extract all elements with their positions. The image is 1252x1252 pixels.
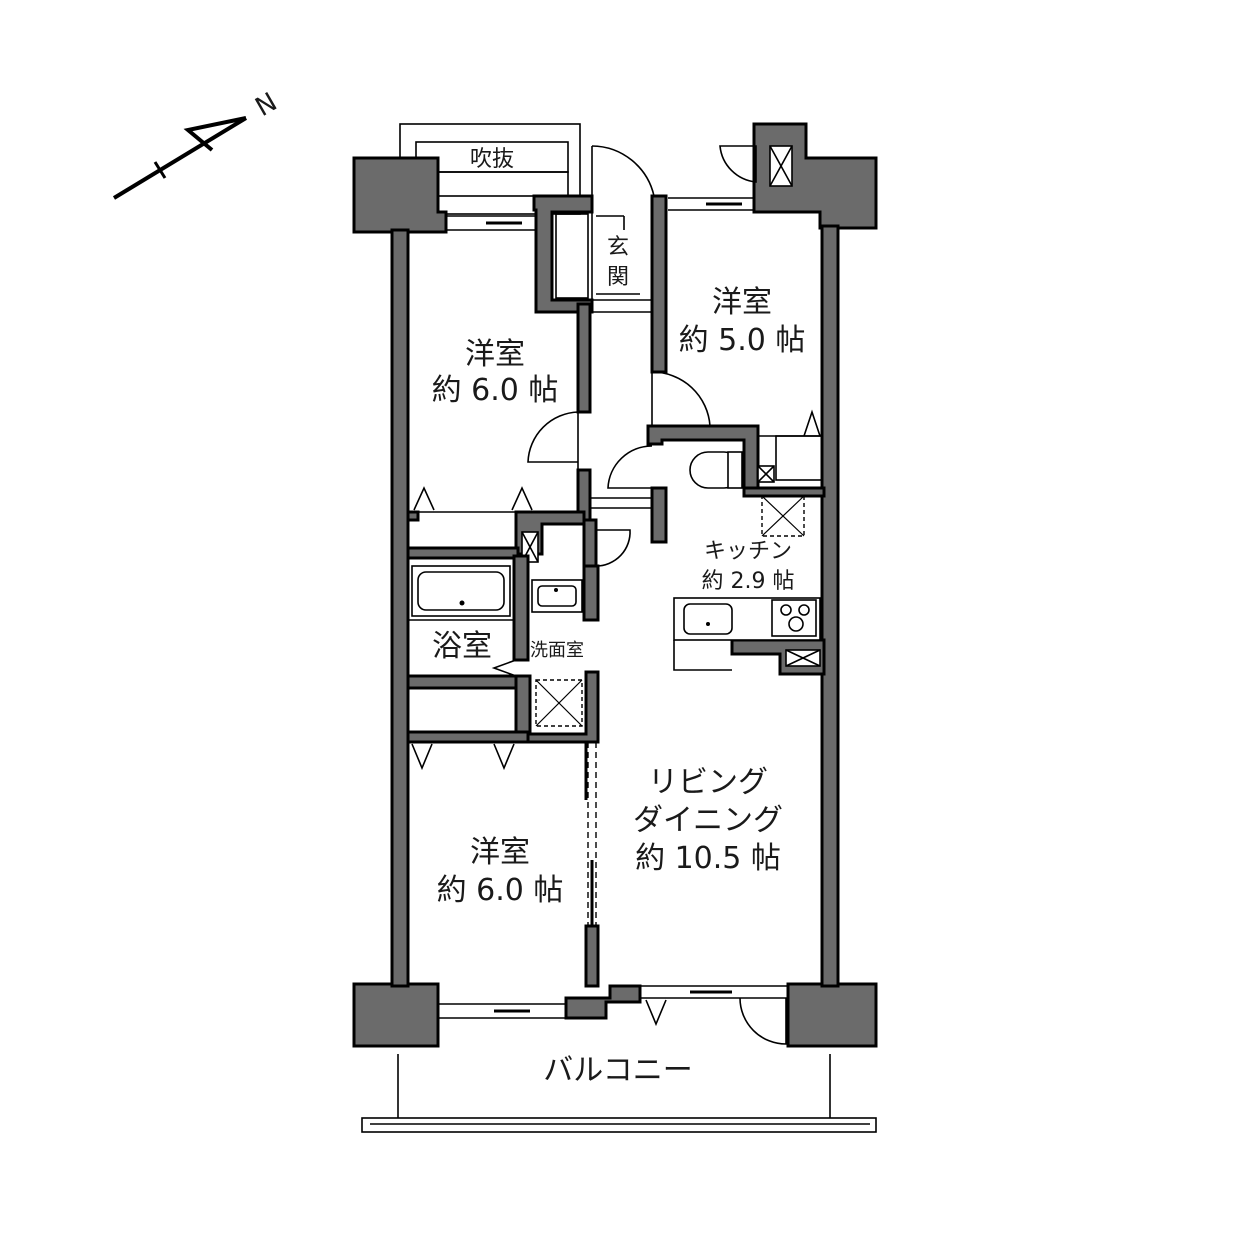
west-bedroom-name: 洋室 — [465, 337, 525, 372]
bathtub-icon — [411, 565, 511, 617]
interior-walls — [406, 194, 826, 1020]
exterior-walls — [390, 197, 840, 1019]
toilet-icon — [689, 451, 743, 489]
north-label: N — [251, 87, 283, 123]
living-name-line1: リビング — [648, 765, 768, 800]
living-name-line2: ダイニング — [633, 803, 783, 838]
north-bedroom-name: 洋室 — [712, 285, 772, 320]
genkan-label-top: 玄 — [607, 235, 629, 260]
south-bedroom-name: 洋室 — [470, 835, 530, 870]
void-label: 吹抜 — [470, 147, 514, 172]
room-labels: 玄 関 洋室 約 5.0 帖 洋室 約 6.0 帖 キッチン 約 2.9 帖 浴… — [432, 235, 806, 1088]
corridor-lines — [408, 196, 823, 1027]
genkan-label-bottom: 関 — [607, 265, 629, 290]
bathroom-name: 浴室 — [432, 629, 492, 664]
doors — [527, 145, 793, 1045]
kitchen-counter — [673, 597, 821, 671]
balcony-name: バルコニー — [543, 1053, 692, 1088]
north-arrow-icon: N — [112, 87, 283, 200]
west-bedroom-size: 約 6.0 帖 — [432, 373, 559, 408]
kitchen-name: キッチン — [704, 539, 792, 564]
living-size: 約 10.5 帖 — [635, 841, 781, 876]
wash-basin-icon — [531, 579, 583, 613]
fixtures — [408, 451, 821, 727]
south-bedroom-size: 約 6.0 帖 — [437, 873, 564, 908]
kitchen-size: 約 2.9 帖 — [702, 569, 795, 594]
washroom-name: 洗面室 — [530, 640, 584, 661]
north-bedroom-size: 約 5.0 帖 — [679, 323, 806, 358]
balcony — [361, 1054, 877, 1133]
